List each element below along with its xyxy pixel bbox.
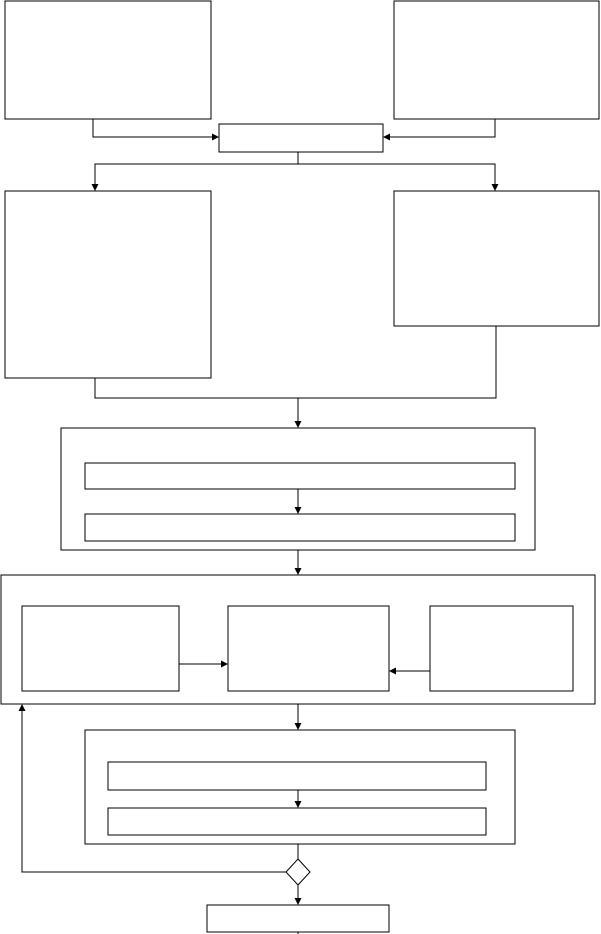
arrowhead	[383, 133, 390, 141]
group-a-step2-box	[84, 513, 516, 542]
input-left-box	[4, 0, 212, 120]
group-a-step1-box	[84, 462, 516, 490]
arrowhead	[18, 704, 26, 711]
group-c-step2-box	[107, 807, 487, 836]
branch-left-box	[4, 190, 212, 379]
group-c-step1-box	[107, 761, 487, 791]
connector-input-left-to-merge	[92, 119, 213, 138]
arrowhead	[294, 507, 302, 514]
arrowhead	[294, 421, 302, 428]
branch-right-box	[393, 190, 600, 327]
arrowhead	[212, 133, 219, 141]
arrowhead	[294, 723, 302, 730]
input-right-box	[393, 0, 600, 120]
merge-box	[218, 123, 384, 153]
arrowhead	[221, 660, 228, 668]
output-box	[206, 904, 390, 933]
connector-input-right-to-merge	[389, 119, 496, 138]
group-b-center-box	[227, 605, 390, 692]
arrowhead	[491, 184, 499, 191]
arrowhead	[91, 184, 99, 191]
arrowhead	[294, 568, 302, 575]
connector-merge-to-branches	[94, 163, 496, 185]
decision-diamond	[285, 858, 311, 886]
arrowhead	[294, 898, 302, 905]
group-b-right-box	[429, 605, 574, 692]
group-b-left-box	[21, 605, 180, 692]
connector-branches-join	[94, 326, 497, 399]
connector-decision-loop-back	[21, 710, 286, 873]
arrowhead	[389, 667, 396, 675]
arrowhead	[294, 801, 302, 808]
